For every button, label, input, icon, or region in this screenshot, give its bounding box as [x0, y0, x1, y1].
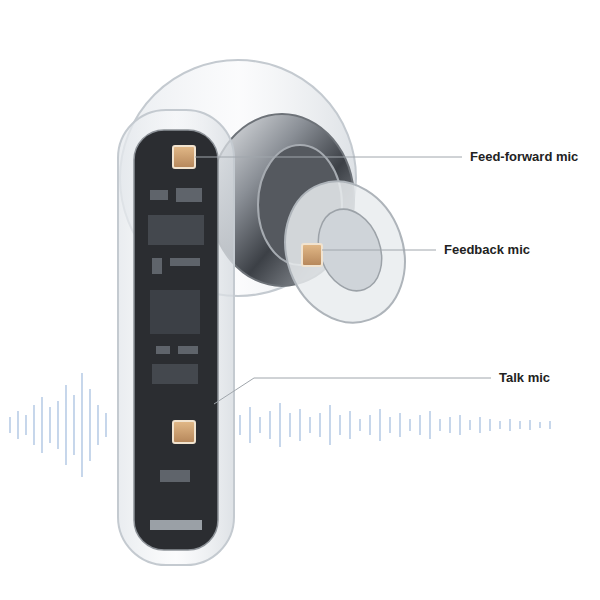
mic-chip — [173, 421, 195, 443]
stem-shell — [118, 110, 234, 565]
circuit-board — [134, 130, 218, 550]
leader-lines — [195, 157, 491, 404]
mic-chip — [173, 146, 195, 168]
mic-chip — [302, 244, 322, 266]
ear-tip — [266, 165, 424, 340]
part-label: Feedback mic — [443, 241, 531, 259]
part-label: Talk mic — [498, 369, 551, 387]
sound-wave — [10, 373, 550, 477]
board-components — [148, 188, 204, 530]
part-label: Feed-forward mic — [469, 148, 579, 166]
